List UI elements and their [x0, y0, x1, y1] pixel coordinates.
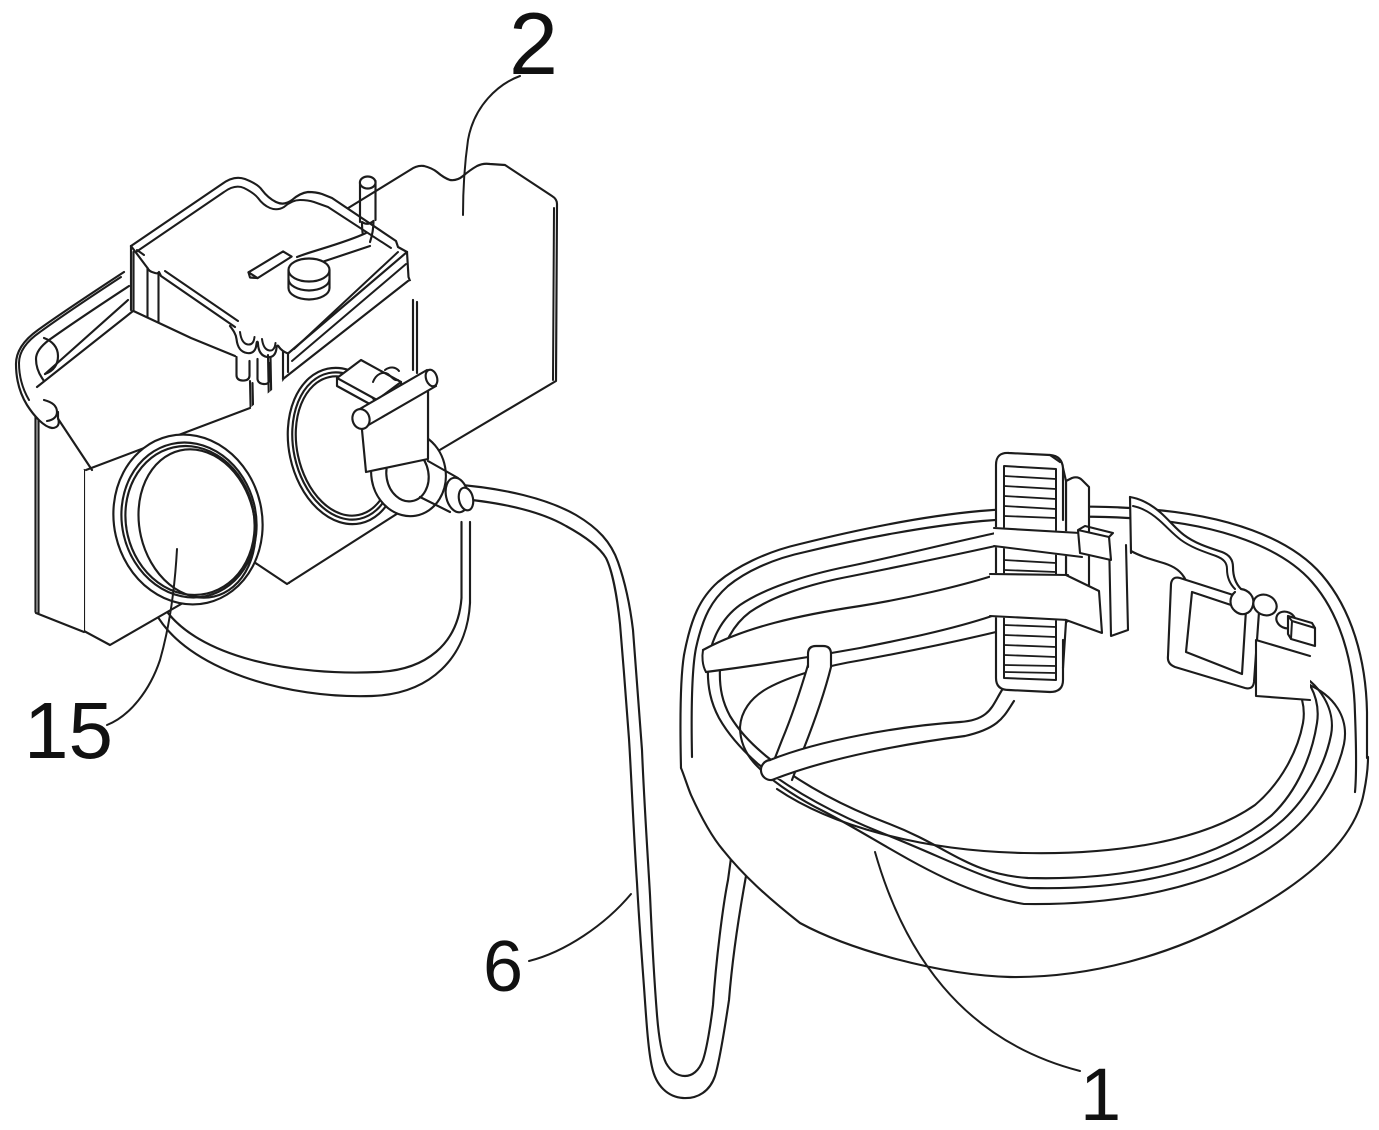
svg-text:6: 6: [483, 927, 523, 1007]
svg-text:15: 15: [24, 686, 113, 775]
svg-text:2: 2: [509, 0, 558, 93]
svg-text:1: 1: [1080, 1053, 1121, 1130]
